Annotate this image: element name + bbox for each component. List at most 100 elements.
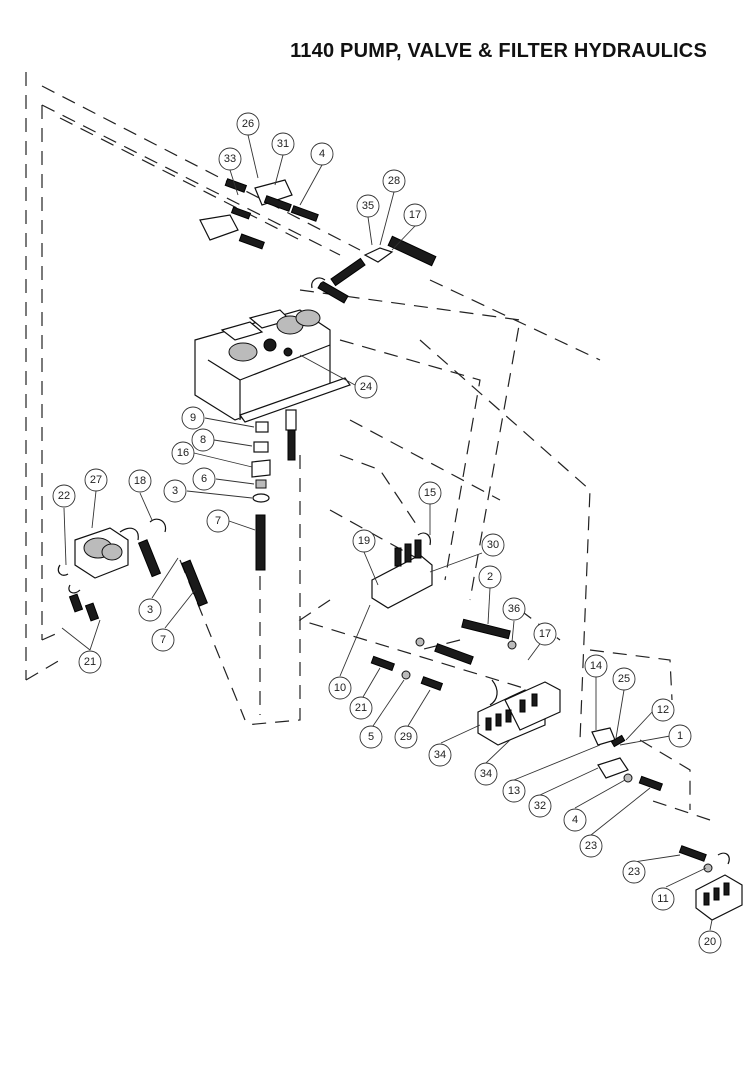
svg-text:30: 30: [487, 539, 499, 551]
callout-34-left: 34: [428, 743, 452, 767]
svg-text:26: 26: [242, 118, 254, 130]
spool-valve-sections: [477, 679, 561, 746]
svg-text:8: 8: [200, 434, 206, 446]
dashed-assembly-lines: [25, 72, 711, 821]
diagram-title: 1140 PUMP, VALVE & FILTER HYDRAULICS: [290, 40, 707, 62]
svg-text:34: 34: [480, 768, 492, 780]
filter-fitting-stack: [251, 421, 271, 571]
svg-text:23: 23: [628, 866, 640, 878]
hydraulic-reservoir-tank: [194, 309, 351, 423]
callout-17-lower: 17: [533, 622, 557, 646]
callout-23-upper: 23: [579, 834, 603, 858]
callout-23-lower: 23: [622, 860, 646, 884]
callout-24: 24: [354, 375, 378, 399]
callout-32: 32: [528, 794, 552, 818]
callout-4: 4: [310, 142, 334, 166]
svg-text:7: 7: [215, 515, 221, 527]
svg-text:34: 34: [434, 749, 446, 761]
hydraulic-pump: [57, 527, 139, 594]
svg-text:23: 23: [585, 840, 597, 852]
right-tee-fittings: [591, 727, 664, 792]
svg-text:10: 10: [334, 682, 346, 694]
svg-text:4: 4: [319, 148, 325, 160]
leader-lines: [61, 134, 713, 931]
svg-text:5: 5: [368, 731, 374, 743]
svg-text:15: 15: [424, 487, 436, 499]
callout-1: 1: [668, 724, 692, 748]
svg-text:35: 35: [362, 200, 374, 212]
tank-outlet-hose: [285, 409, 297, 461]
callout-31: 31: [271, 132, 295, 156]
callout-20: 20: [698, 930, 722, 954]
callout-5: 5: [359, 725, 383, 749]
callout-13: 13: [502, 779, 526, 803]
callout-28: 28: [382, 169, 406, 193]
callout-29: 29: [394, 725, 418, 749]
callout-30: 30: [481, 533, 505, 557]
callout-22: 22: [52, 484, 76, 508]
svg-text:17: 17: [409, 209, 421, 221]
svg-text:29: 29: [400, 731, 412, 743]
callout-3: 3: [163, 479, 187, 503]
svg-text:2: 2: [487, 571, 493, 583]
callout-15: 15: [418, 481, 442, 505]
svg-text:16: 16: [177, 447, 189, 459]
auxiliary-valve-block: [678, 845, 743, 921]
callout-3-lower: 3: [138, 598, 162, 622]
svg-text:36: 36: [508, 603, 520, 615]
callout-34-right: 34: [474, 762, 498, 786]
callout-10: 10: [328, 676, 352, 700]
svg-text:20: 20: [704, 936, 716, 948]
svg-text:22: 22: [58, 490, 70, 502]
callout-2: 2: [478, 565, 502, 589]
svg-text:11: 11: [657, 893, 668, 905]
pump-hoses: [68, 518, 208, 622]
svg-text:13: 13: [508, 785, 520, 797]
callout-7-lower: 7: [151, 628, 175, 652]
svg-text:14: 14: [590, 660, 602, 672]
callout-25: 25: [612, 667, 636, 691]
svg-text:19: 19: [358, 535, 370, 547]
callout-21-mid: 21: [349, 696, 373, 720]
svg-text:25: 25: [618, 673, 630, 685]
callout-33: 33: [218, 147, 242, 171]
callout-6: 6: [192, 467, 216, 491]
callout-12: 12: [651, 698, 675, 722]
svg-text:24: 24: [360, 381, 372, 393]
callout-18: 18: [128, 469, 152, 493]
svg-text:31: 31: [277, 138, 289, 150]
top-fitting-cluster: [199, 178, 319, 250]
callout-17: 17: [403, 203, 427, 227]
svg-text:7: 7: [160, 634, 166, 646]
svg-text:12: 12: [657, 704, 669, 716]
svg-text:27: 27: [90, 474, 102, 486]
callout-4-lower: 4: [563, 808, 587, 832]
svg-text:1: 1: [677, 730, 683, 742]
svg-text:3: 3: [147, 604, 153, 616]
callout-8: 8: [191, 428, 215, 452]
svg-text:32: 32: [534, 800, 546, 812]
svg-text:6: 6: [201, 473, 207, 485]
callout-14: 14: [584, 654, 608, 678]
svg-text:17: 17: [539, 628, 551, 640]
callout-36: 36: [502, 597, 526, 621]
svg-text:18: 18: [134, 475, 146, 487]
svg-text:21: 21: [355, 702, 367, 714]
callout-35: 35: [356, 194, 380, 218]
svg-text:4: 4: [572, 814, 578, 826]
callout-26: 26: [236, 112, 260, 136]
svg-text:3: 3: [172, 485, 178, 497]
callout-11: 11: [651, 887, 675, 911]
main-control-valve: [371, 532, 433, 609]
svg-text:21: 21: [84, 656, 96, 668]
middle-hose: [415, 618, 517, 665]
lower-left-fittings: [370, 655, 444, 691]
svg-text:28: 28: [388, 175, 400, 187]
callout-9: 9: [181, 406, 205, 430]
svg-text:33: 33: [224, 153, 236, 165]
callout-21-left: 21: [78, 650, 102, 674]
callout-7: 7: [206, 509, 230, 533]
callout-16: 16: [171, 441, 195, 465]
callout-19: 19: [352, 529, 376, 553]
